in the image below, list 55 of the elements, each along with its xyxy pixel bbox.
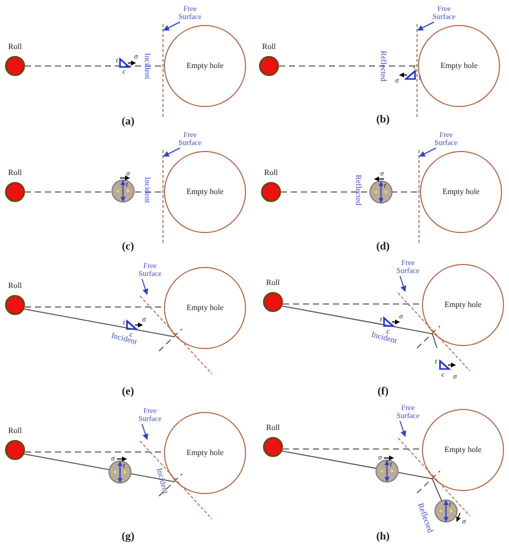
wave-path [282,450,433,480]
hole-circle [422,264,504,346]
roll-label: Roll [264,169,278,177]
hole-label: Empty hole [186,188,224,196]
roll-label: Roll [8,282,22,290]
hole-label: Empty hole [440,62,478,70]
free-surface-line [418,150,420,244]
hole-label: Empty hole [442,188,480,196]
panel-label: (c) [122,242,134,252]
wave-path [282,306,433,334]
leader-arrow [419,148,436,156]
stress-element-icon [434,500,461,522]
wave-type-label: Reflected [354,174,362,206]
hole-label: Empty hole [444,446,482,454]
wave-path [432,478,442,502]
hole-circle [418,25,500,107]
hole-circle [164,151,246,233]
wave-path [24,454,175,482]
free-surface-line [162,24,164,118]
roll-label: Roll [266,424,280,432]
panel-label: (b) [376,114,390,126]
hole-label: Empty hole [444,301,482,309]
leader-arrow [417,22,434,30]
leader-arrow [163,22,180,30]
leader-arrow [142,424,148,440]
wave-path [24,308,175,338]
panel-label: (d) [376,242,390,252]
free-surface-line [416,24,418,118]
wave-type-label: Incident [143,176,151,204]
wave-type-label: Incident [143,52,151,80]
panel-label: (g) [122,532,134,542]
panel-label: (a) [122,116,134,128]
hole-circle [164,267,246,349]
leader-arrow [400,276,406,292]
hole-circle [420,151,502,233]
roll-label: Roll [262,43,276,51]
leader-arrow [163,148,180,156]
wave-type-label: Incident [154,467,170,495]
roll-label: Roll [8,43,22,51]
panel-label: (h) [376,532,390,542]
panel-label: (f) [378,386,388,398]
wave-type-label: Reflected [379,50,387,82]
hole-label: Empty hole [186,62,224,70]
leader-arrow [400,420,406,437]
hole-label: Empty hole [186,304,224,312]
wave-path [432,333,438,348]
roll-label: Roll [8,169,22,177]
hole-circle [422,409,504,491]
roll-label: Roll [8,427,22,435]
panel-label: (e) [122,386,134,398]
free-surface-line [162,150,164,244]
roll-label: Roll [266,279,280,287]
hole-circle [164,25,246,107]
hole-label: Empty hole [186,449,224,457]
leader-arrow [142,278,148,295]
